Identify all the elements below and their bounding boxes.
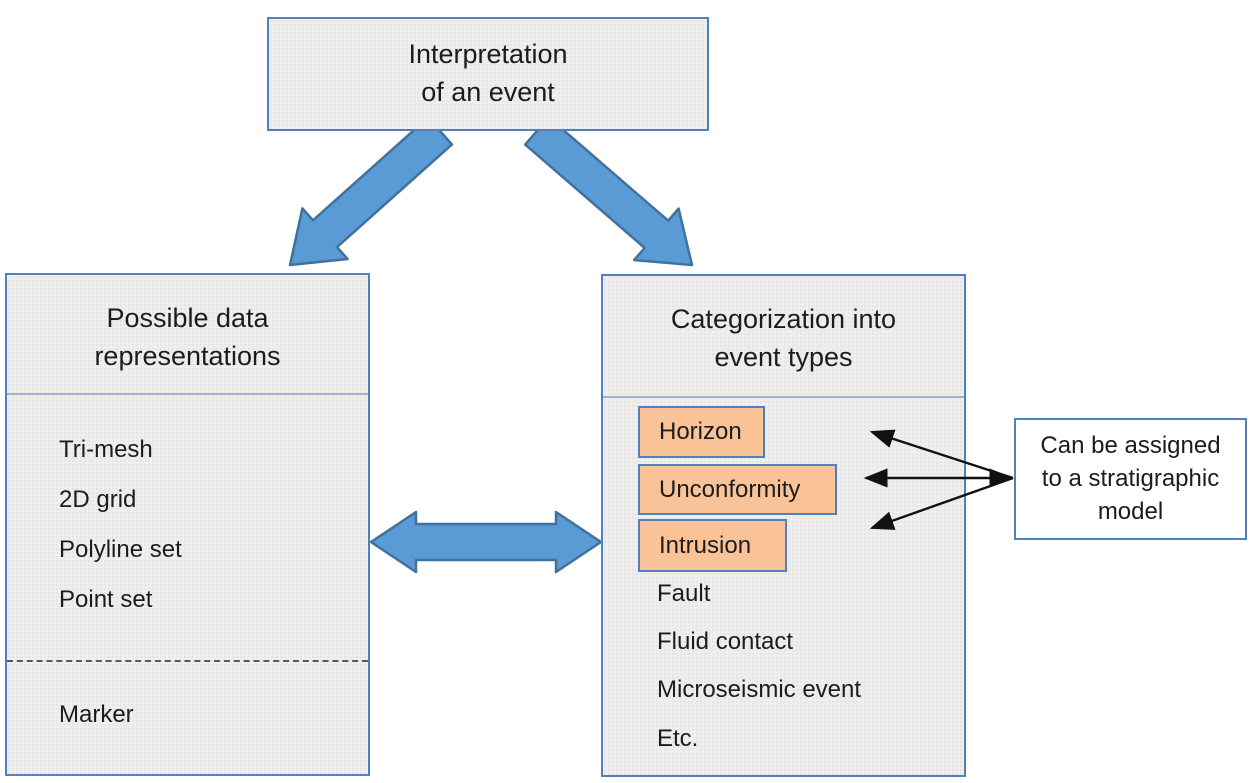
list-item-tri-mesh: Tri-mesh: [59, 436, 153, 463]
highlight-unconformity: Unconformity: [638, 464, 837, 515]
list-item-etc: Etc.: [657, 725, 699, 752]
dashed-divider: [7, 660, 368, 662]
panel-title: Possible data representations: [94, 303, 281, 371]
list-item-polyline-set: Polyline set: [59, 536, 182, 563]
highlight-intrusion: Intrusion: [638, 519, 787, 572]
header-divider: [7, 393, 368, 395]
stratigraphic-note-box: Can be assigned to a stratigraphic model: [1014, 418, 1247, 540]
panel-title: Categorization into event types: [670, 304, 897, 372]
down-right-arrow-icon: [523, 116, 694, 267]
list-item-fluid-contact: Fluid contact: [657, 628, 794, 655]
list-item-marker: Marker: [59, 701, 134, 728]
event-types-panel: Categorization into event types Horizon …: [601, 274, 966, 777]
double-headed-arrow-icon: [369, 510, 603, 574]
down-left-arrow-icon: [288, 116, 454, 267]
list-item-fault: Fault: [657, 580, 711, 607]
list-item-2d-grid: 2D grid: [59, 486, 137, 513]
interpretation-box: Interpretation of an event: [267, 17, 709, 131]
header-divider: [603, 396, 964, 398]
list-item-microseismic-event: Microseismic event: [657, 676, 862, 703]
highlight-horizon: Horizon: [638, 406, 765, 458]
list-item-point-set: Point set: [59, 586, 153, 613]
data-representations-panel: Possible data representations Tri-mesh 2…: [5, 273, 370, 776]
